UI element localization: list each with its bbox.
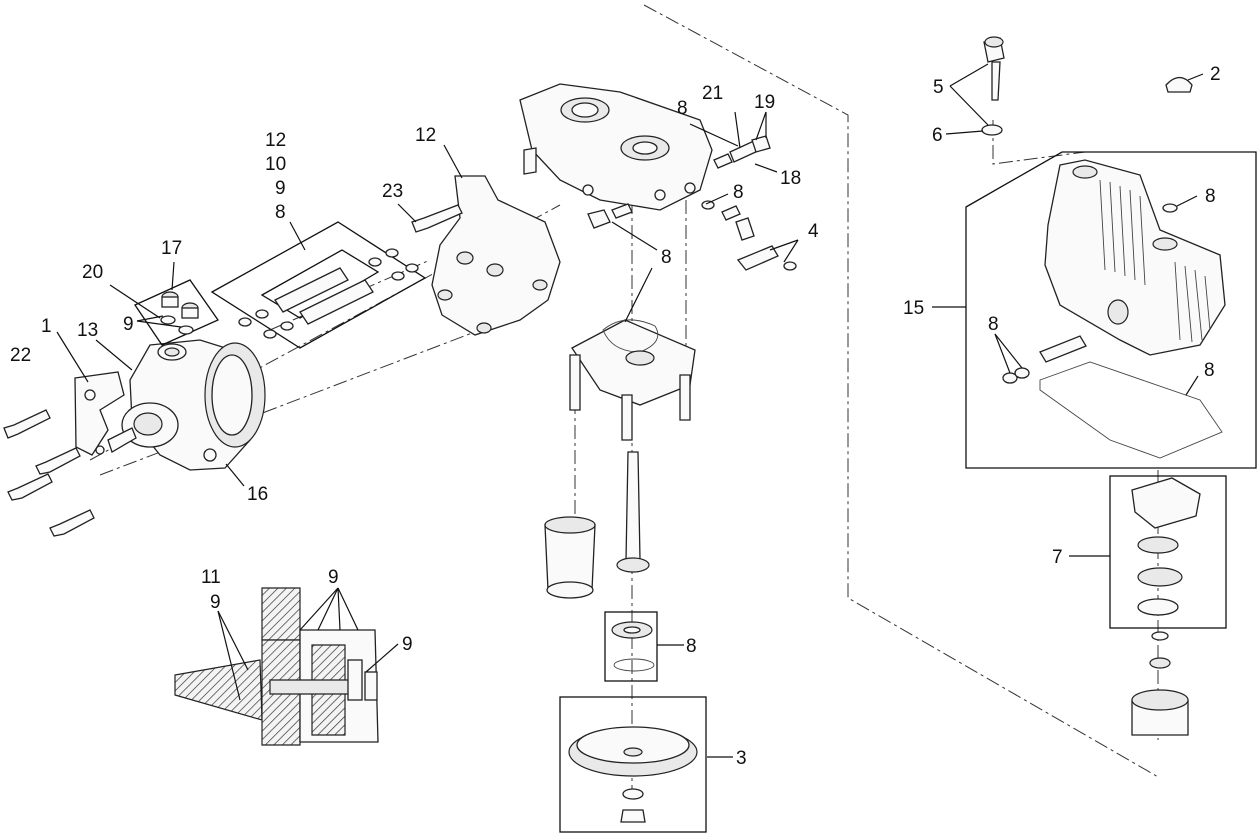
bolts-22 [3,409,95,537]
callout-21: 21 [702,83,723,104]
callout-9: 9 [275,178,286,199]
callout-19: 19 [754,92,775,113]
thrust-bearing-box [1109,475,1227,629]
callout-labels: 1 2 3 4 5 6 7 8 8 8 8 8 8 8 8 9 9 9 9 9 … [10,64,1221,769]
callout-9: 9 [210,592,221,613]
center-block [411,175,561,336]
dipstick-and-cap [981,36,1193,136]
leader-lines [56,63,1204,758]
callout-16: 16 [247,484,268,505]
pulley-box [559,696,707,833]
callout-12: 12 [265,130,286,151]
callout-3: 3 [736,748,747,769]
shaft-and-sleeve [544,451,650,599]
callout-9: 9 [123,314,134,335]
callout-8: 8 [733,182,744,203]
fittings-17 [134,279,219,346]
callout-8: 8 [677,98,688,119]
callout-8: 8 [686,636,697,657]
callout-9: 9 [328,567,339,588]
cover-assembly [965,151,1257,469]
pump-assembly [74,339,266,471]
callout-8: 8 [661,247,672,268]
callout-1: 1 [41,316,52,337]
callout-22: 22 [10,345,31,366]
callout-12: 12 [415,125,436,146]
callout-7: 7 [1052,547,1063,568]
bearing-box [604,611,658,682]
manifold-plate [569,319,696,441]
callout-2: 2 [1210,64,1221,85]
spool-kit [210,221,427,349]
main-housing [519,83,797,271]
callout-10: 10 [265,154,286,175]
callout-8: 8 [275,202,286,223]
callout-9: 9 [402,634,413,655]
callout-6: 6 [932,125,943,146]
callout-8: 8 [1204,360,1215,381]
callout-13: 13 [77,320,98,341]
callout-18: 18 [780,168,801,189]
callout-15: 15 [903,298,924,319]
callout-8: 8 [1205,186,1216,207]
callout-8: 8 [988,314,999,335]
callout-20: 20 [82,262,103,283]
callout-23: 23 [382,181,403,202]
callout-17: 17 [161,238,182,259]
callout-11: 11 [201,567,221,588]
callout-4: 4 [808,221,819,242]
coupler [1131,631,1189,736]
callout-5: 5 [933,77,944,98]
section-view [174,587,379,746]
